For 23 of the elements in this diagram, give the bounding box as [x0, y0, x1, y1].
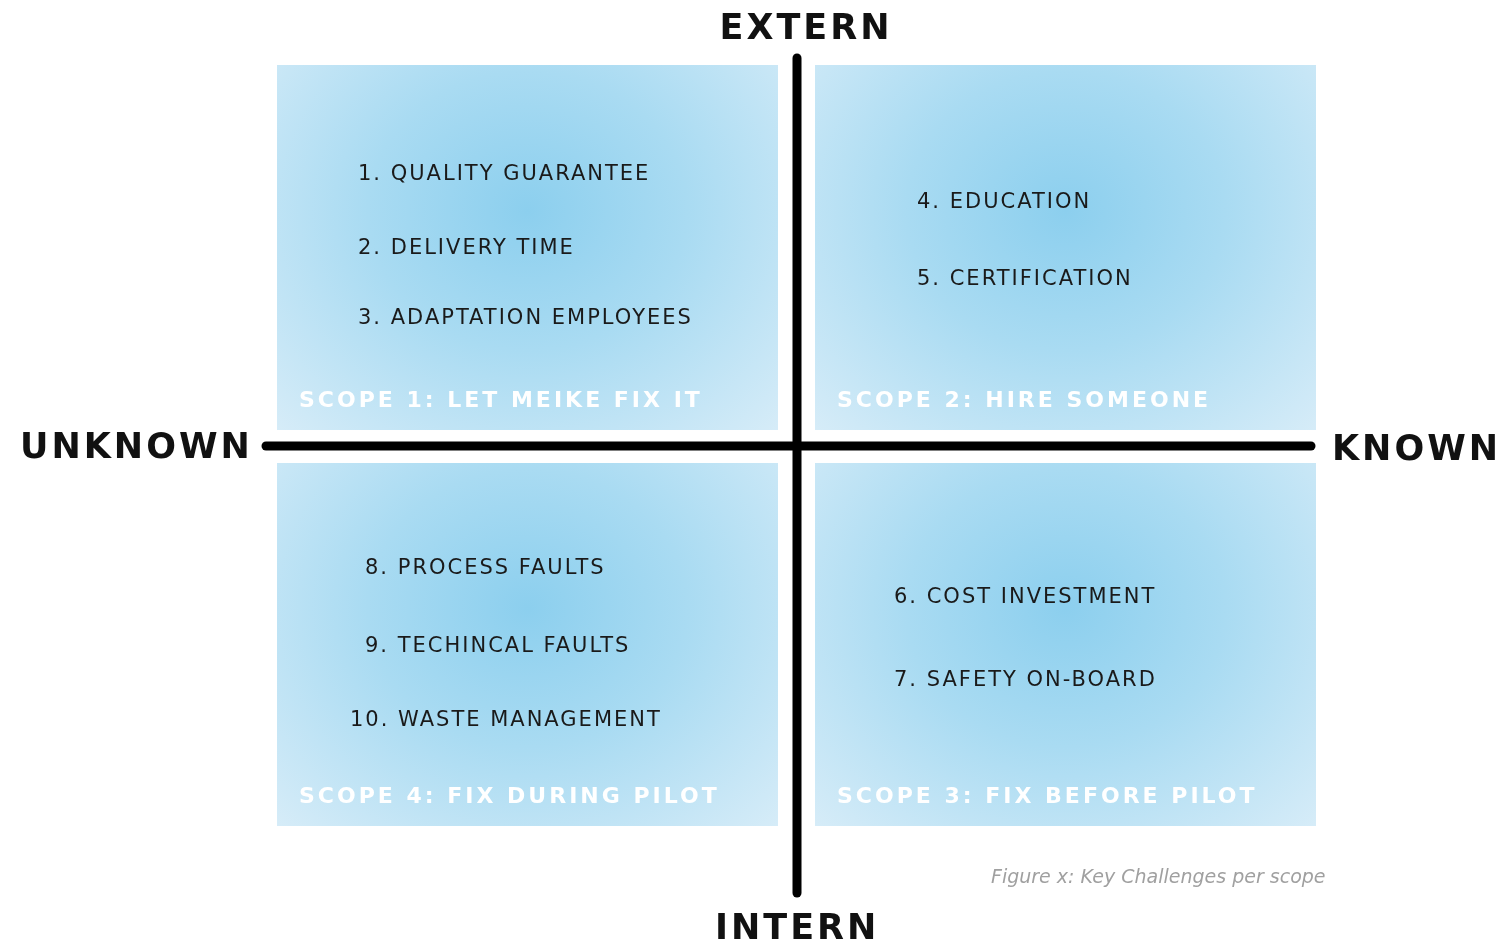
- scope-title: SCOPE 4: FIX DURING PILOT: [299, 782, 720, 810]
- challenge-item: 2. DELIVERY TIME: [358, 234, 575, 260]
- scope-title: SCOPE 1: LET MEIKE FIX IT: [299, 386, 703, 414]
- figure-caption: Figure x: Key Challenges per scope: [991, 865, 1326, 887]
- axis-label: EXTERN: [719, 7, 893, 47]
- challenge-item: 7. SAFETY ON-BOARD: [894, 666, 1157, 692]
- challenge-item: 5. CERTIFICATION: [917, 265, 1133, 291]
- challenge-item: 4. EDUCATION: [917, 188, 1092, 214]
- scope-title: SCOPE 2: HIRE SOMEONE: [837, 386, 1212, 414]
- axis-label: KNOWN: [1332, 428, 1502, 468]
- challenge-item: 9. TECHINCAL FAULTS: [365, 632, 631, 658]
- quadrant-panel: [277, 463, 778, 826]
- challenge-item: 1. QUALITY GUARANTEE: [358, 160, 651, 186]
- challenge-item: 6. COST INVESTMENT: [894, 583, 1157, 609]
- challenge-item: 8. PROCESS FAULTS: [365, 554, 606, 580]
- challenge-item: 3. ADAPTATION EMPLOYEES: [358, 304, 693, 330]
- quadrant-panel: [815, 463, 1316, 826]
- axis-label: UNKNOWN: [20, 426, 253, 466]
- quadrant-panel: [815, 65, 1316, 430]
- scope-title: SCOPE 3: FIX BEFORE PILOT: [837, 782, 1258, 810]
- quadrant-panel: [277, 65, 778, 430]
- axis-label: INTERN: [715, 907, 880, 944]
- challenge-item: 10. WASTE MANAGEMENT: [350, 706, 662, 732]
